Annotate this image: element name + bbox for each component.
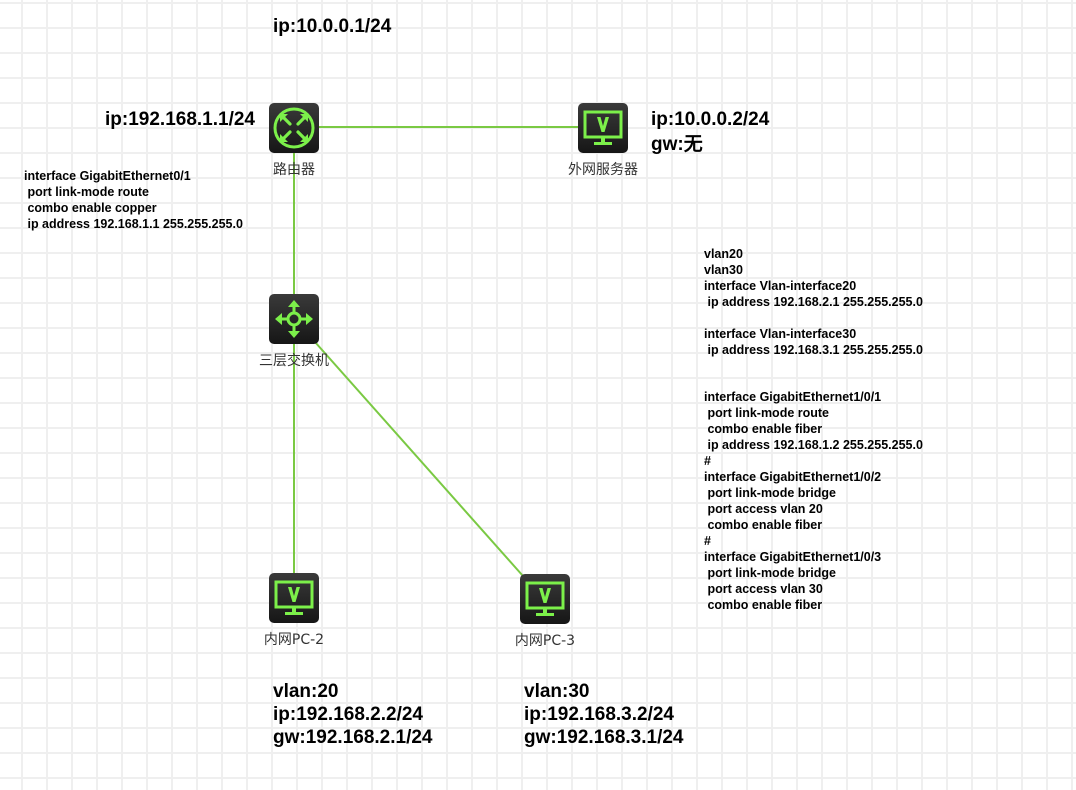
pc2-vlan: vlan:20: [273, 681, 339, 702]
router-wan-ip: ip:10.0.0.1/24: [273, 16, 392, 37]
config-line: combo enable fiber: [704, 422, 823, 436]
server-ip: ip:10.0.0.2/24: [651, 109, 770, 130]
pc2-info: vlan:20 ip:192.168.2.2/24 gw:192.168.2.1…: [273, 680, 433, 749]
config-line: interface GigabitEthernet1/0/2: [704, 470, 882, 484]
config-line: ip address 192.168.1.1 255.255.255.0: [24, 217, 243, 231]
router-icon: [269, 103, 319, 153]
pc3-vlan: vlan:30: [524, 681, 590, 702]
config-line: vlan30: [704, 263, 743, 277]
monitor-icon: [578, 103, 628, 153]
config-line: [704, 310, 923, 326]
config-line: interface GigabitEthernet1/0/1: [704, 390, 882, 404]
server-label: 外网服务器: [568, 162, 638, 178]
config-line: port link-mode bridge: [704, 486, 836, 500]
pc3-label: 内网PC-3: [514, 633, 576, 649]
link-switch-pc3[interactable]: [314, 341, 524, 577]
router-config: interface GigabitEthernet0/1 port link-m…: [24, 168, 243, 232]
pc2-ip: ip:192.168.2.2/24: [273, 704, 423, 725]
monitor-icon: [520, 574, 570, 624]
config-line: combo enable fiber: [704, 518, 823, 532]
server-gw: gw:无: [651, 134, 703, 155]
config-line: ip address 192.168.1.2 255.255.255.0: [704, 438, 923, 452]
router-lan-ip: ip:192.168.1.1/24: [105, 109, 255, 130]
pc3-gw: gw:192.168.3.1/24: [524, 727, 684, 748]
monitor-icon: [269, 573, 319, 623]
l3-switch-label: 三层交换机: [259, 353, 329, 369]
config-line: combo enable fiber: [704, 598, 823, 612]
config-line: #: [704, 454, 711, 468]
config-line: port link-mode bridge: [704, 566, 836, 580]
config-line: port link-mode route: [24, 185, 149, 199]
pc3-info: vlan:30 ip:192.168.3.2/24 gw:192.168.3.1…: [524, 680, 684, 749]
config-line: ip address 192.168.3.1 255.255.255.0: [704, 343, 923, 357]
config-line: interface Vlan-interface30: [704, 327, 857, 341]
config-line: #: [704, 534, 711, 548]
config-line: combo enable copper: [24, 201, 157, 215]
config-line: port access vlan 20: [704, 502, 823, 516]
config-line: ip address 192.168.2.1 255.255.255.0: [704, 295, 923, 309]
l3-switch-icon: [269, 294, 319, 344]
pc2-gw: gw:192.168.2.1/24: [273, 727, 433, 748]
config-line: interface GigabitEthernet1/0/3: [704, 550, 882, 564]
pc3-ip: ip:192.168.3.2/24: [524, 704, 674, 725]
switch-port-config: interface GigabitEthernet1/0/1 port link…: [704, 389, 923, 613]
config-line: port access vlan 30: [704, 582, 823, 596]
config-line: interface GigabitEthernet0/1: [24, 169, 191, 183]
switch-vlan-config: vlan20 vlan30 interface Vlan-interface20 i…: [704, 246, 923, 358]
config-line: vlan20: [704, 247, 743, 261]
pc2-label: 内网PC-2: [263, 632, 325, 648]
config-line: interface Vlan-interface20: [704, 279, 857, 293]
config-line: port link-mode route: [704, 406, 829, 420]
router-label: 路由器: [273, 162, 315, 178]
